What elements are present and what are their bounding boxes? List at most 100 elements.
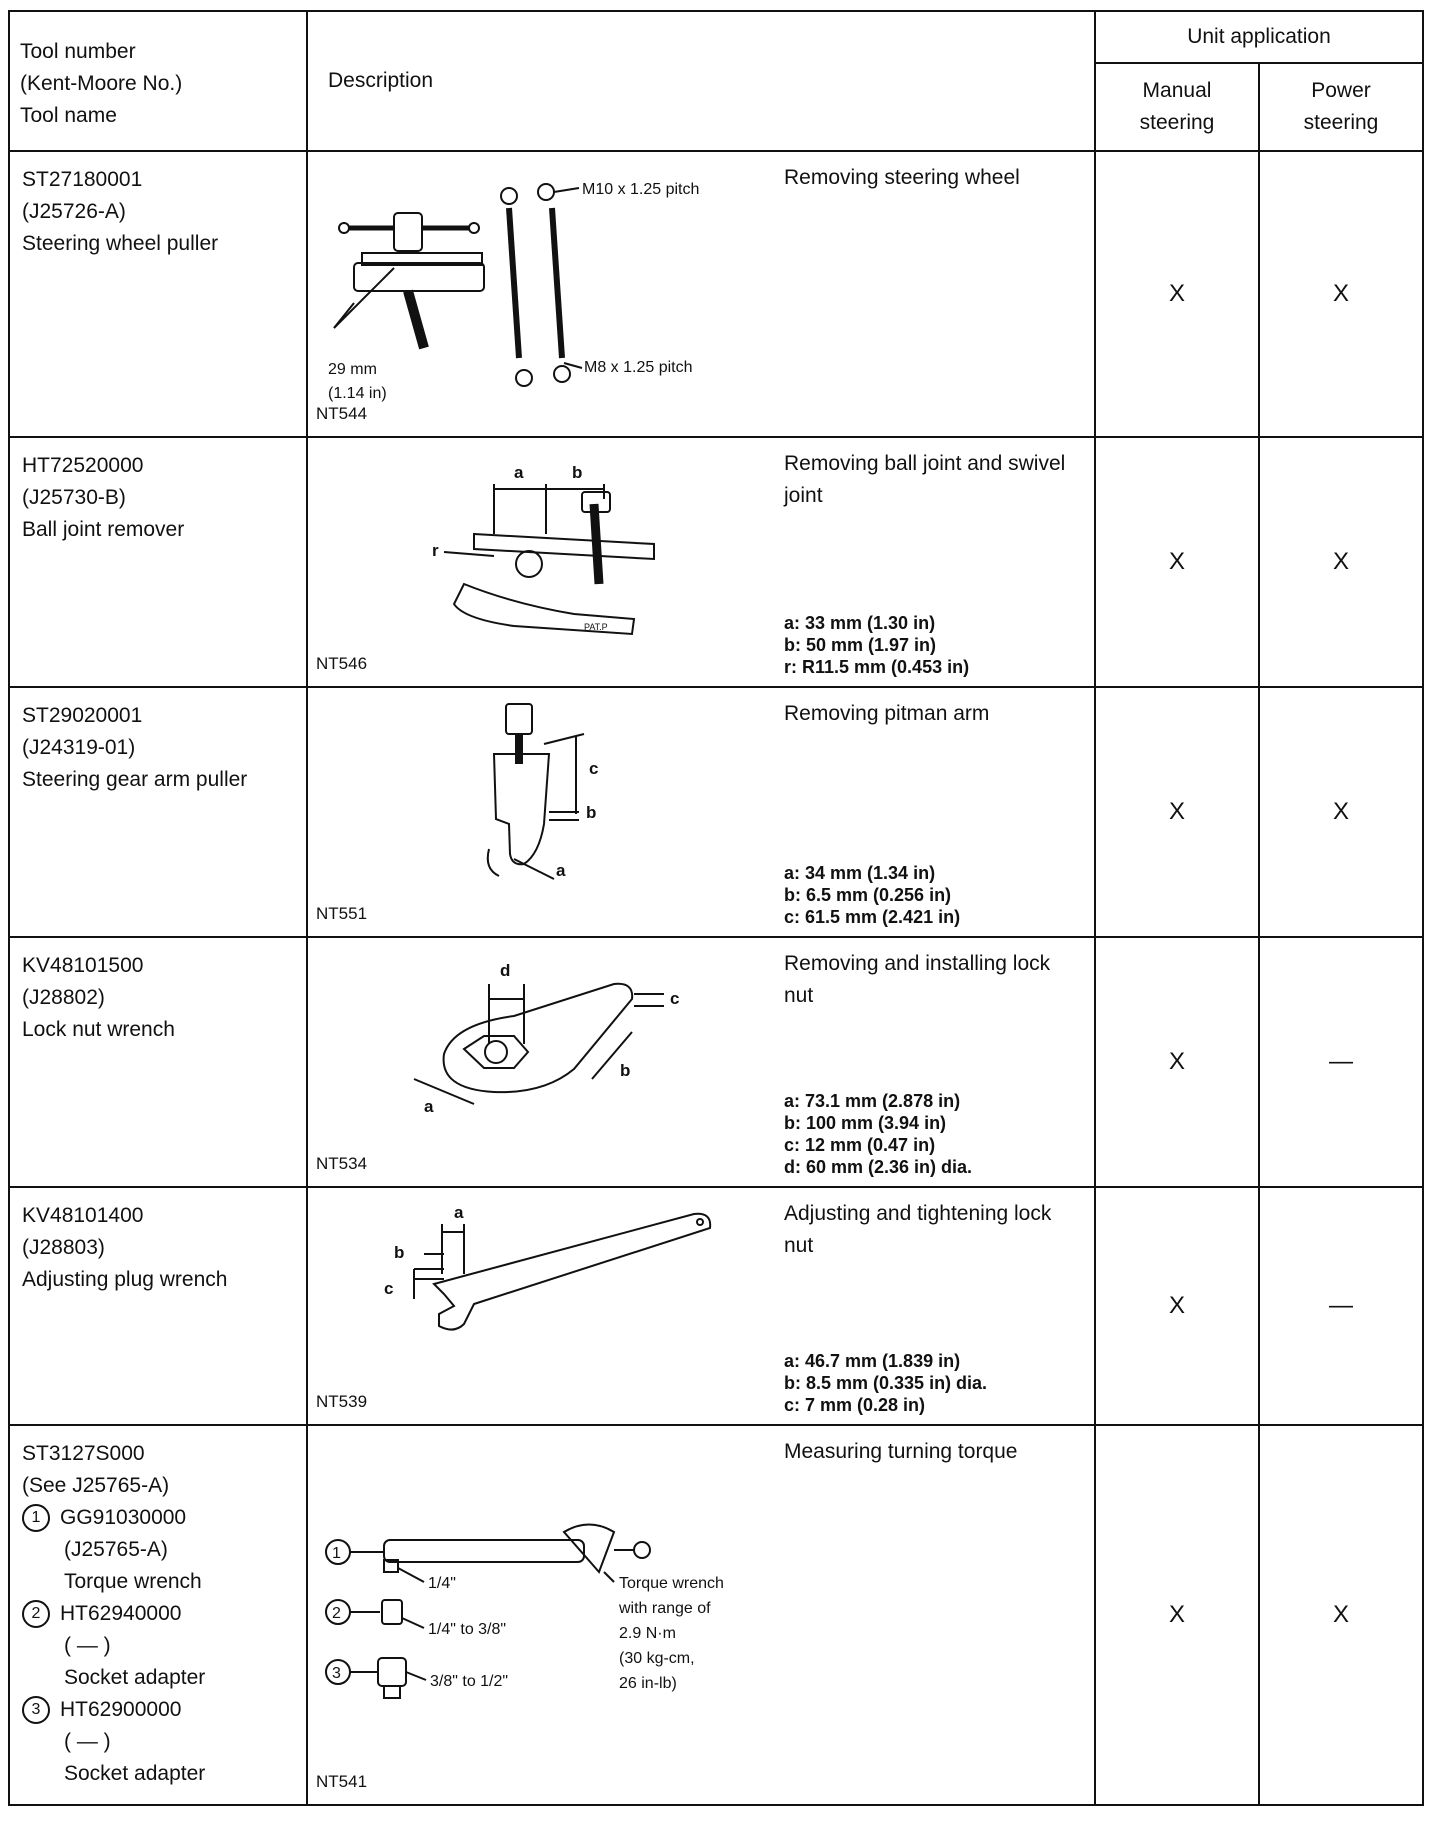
header-tool: Tool number (Kent-Moore No.) Tool name	[8, 10, 308, 152]
torque-wrench-set-illustration: 1 2 3 1/4" 1/4" to 3/8" 3/8" to 1/2" Tor…	[325, 1523, 724, 1699]
fig-label: 1/4" to 3/8"	[428, 1621, 506, 1638]
figure-code: NT534	[316, 1154, 368, 1173]
mark-value: X	[1168, 1601, 1185, 1628]
header-unit-application: Unit application	[1094, 10, 1424, 64]
fig-label: a	[514, 463, 524, 482]
subitem-3: 3 HT62900000	[22, 1694, 296, 1726]
steering-wheel-puller-illustration: M10 x 1.25 pitch M8 x 1.25 pitch 29 mm (…	[328, 181, 699, 402]
power-steering-mark: —	[1258, 1186, 1424, 1426]
fig-label: a	[556, 861, 566, 880]
tool-number: ST27180001	[22, 168, 143, 191]
header-tool-line: Tool name	[20, 104, 117, 127]
circled-number: 1	[22, 1504, 50, 1533]
description-cell: a b c Adjusting and tightening lock nut …	[306, 1186, 1096, 1426]
fig-label: PAT.P	[584, 622, 608, 632]
spec-list: a: 73.1 mm (2.878 in) b: 100 mm (3.94 in…	[784, 1090, 972, 1178]
kent-moore-number: (J24319-01)	[22, 736, 136, 759]
mark-value: —	[1329, 1292, 1353, 1319]
subitem-number: HT62900000	[60, 1698, 182, 1721]
fig-number: 3	[332, 1665, 341, 1682]
tool-number: ST29020001	[22, 704, 143, 727]
mark-value: X	[1168, 280, 1185, 307]
spec-line: r: R11.5 mm (0.453 in)	[784, 657, 970, 677]
range-note: 2.9 N·m	[619, 1625, 676, 1642]
circled-number: 3	[22, 1696, 50, 1725]
tool-name: Steering wheel puller	[22, 232, 219, 255]
subitem-number: HT62940000	[60, 1602, 182, 1625]
mark-value: X	[1332, 548, 1349, 575]
fig-label: M10 x 1.25 pitch	[582, 181, 699, 198]
adjusting-plug-wrench-illustration: a b c	[384, 1203, 712, 1331]
tool-cell: KV48101400 (J28803) Adjusting plug wrenc…	[8, 1186, 308, 1426]
tool-name: Ball joint remover	[22, 518, 185, 541]
header-tool-line: Tool number	[20, 40, 136, 63]
manual-steering-mark: X	[1094, 686, 1260, 938]
figure-code: NT546	[316, 654, 368, 673]
fig-label: a	[454, 1203, 464, 1222]
header-power-steering: Power steering	[1258, 62, 1424, 152]
header-power-line: steering	[1303, 111, 1379, 134]
range-note: with range of	[618, 1600, 711, 1617]
spec-line: c: 7 mm (0.28 in)	[784, 1395, 926, 1415]
fig-label: (1.14 in)	[328, 385, 387, 402]
fig-label: c	[589, 759, 598, 778]
tool-cell: HT72520000 (J25730-B) Ball joint remover	[8, 436, 308, 688]
fig-label: M8 x 1.25 pitch	[584, 359, 693, 376]
spec-line: b: 6.5 mm (0.256 in)	[784, 885, 952, 905]
fig-label: 29 mm	[328, 361, 377, 378]
kent-moore-number: (J25730-B)	[22, 486, 126, 509]
figure-code: NT551	[316, 904, 368, 923]
manual-steering-mark: X	[1094, 936, 1260, 1188]
tool-purpose: Removing pitman arm	[784, 702, 990, 725]
tool-purpose: Adjusting and tightening lock nut	[784, 1202, 1052, 1257]
mark-value: X	[1332, 1601, 1349, 1628]
table-row: ST29020001 (J24319-01) Steering gear arm…	[8, 686, 1424, 938]
power-steering-mark: X	[1258, 1424, 1424, 1806]
kent-moore-number: (J28802)	[22, 986, 105, 1009]
special-tools-table: Tool number (Kent-Moore No.) Tool name D…	[8, 10, 1424, 1806]
ball-joint-remover-illustration: a b r PAT.P	[432, 463, 655, 636]
manual-steering-mark: X	[1094, 1424, 1260, 1806]
subitem-kent-moore: ( — )	[64, 1730, 111, 1753]
spec-line: c: 12 mm (0.47 in)	[784, 1135, 936, 1155]
tool-purpose: Removing ball joint and swivel joint	[784, 452, 1066, 507]
spec-list: a: 46.7 mm (1.839 in) b: 8.5 mm (0.335 i…	[784, 1350, 987, 1416]
description-cell: c b a Removing pitman arm a: 34 mm (1.34…	[306, 686, 1096, 938]
tool-number: KV48101400	[22, 1204, 144, 1227]
mark-value: X	[1168, 1048, 1185, 1075]
kent-moore-number: (J28803)	[22, 1236, 105, 1259]
spec-list: a: 34 mm (1.34 in) b: 6.5 mm (0.256 in) …	[784, 862, 960, 928]
mark-value: X	[1332, 280, 1349, 307]
tool-name: Steering gear arm puller	[22, 768, 248, 791]
fig-label: 1/4"	[428, 1575, 456, 1592]
lock-nut-wrench-illustration: d c b a	[413, 961, 679, 1116]
header-manual-line: steering	[1139, 111, 1215, 134]
mark-value: —	[1329, 1048, 1353, 1075]
fig-number: 2	[332, 1605, 341, 1622]
subitem-name: Socket adapter	[64, 1666, 206, 1689]
manual-steering-mark: X	[1094, 436, 1260, 688]
header-manual-line: Manual	[1142, 79, 1212, 102]
tool-number: ST3127S000	[22, 1442, 145, 1465]
fig-label: d	[500, 961, 510, 980]
subitem-1: 1 GG91030000	[22, 1502, 296, 1534]
tool-cell: ST29020001 (J24319-01) Steering gear arm…	[8, 686, 308, 938]
header-manual-steering: Manual steering	[1094, 62, 1260, 152]
kent-moore-number: (See J25765-A)	[22, 1474, 170, 1497]
table-row: KV48101400 (J28803) Adjusting plug wrenc…	[8, 1186, 1424, 1426]
table-row: HT72520000 (J25730-B) Ball joint remover	[8, 436, 1424, 688]
description-cell: 1 2 3 1/4" 1/4" to 3/8" 3/8" to 1/2" Tor…	[306, 1424, 1096, 1806]
fig-label: b	[586, 803, 596, 822]
table-row: ST27180001 (J25726-A) Steering wheel pul…	[8, 150, 1424, 438]
spec-line: a: 46.7 mm (1.839 in)	[784, 1351, 961, 1371]
subitem-name: Torque wrench	[64, 1570, 202, 1593]
table-row: KV48101500 (J28802) Lock nut wrench	[8, 936, 1424, 1188]
header-row-1: Tool number (Kent-Moore No.) Tool name D…	[8, 10, 1424, 152]
range-note: 26 in-lb)	[619, 1675, 677, 1692]
tool-number: HT72520000	[22, 454, 144, 477]
subitem-number: GG91030000	[60, 1506, 187, 1529]
kent-moore-number: (J25726-A)	[22, 200, 126, 223]
